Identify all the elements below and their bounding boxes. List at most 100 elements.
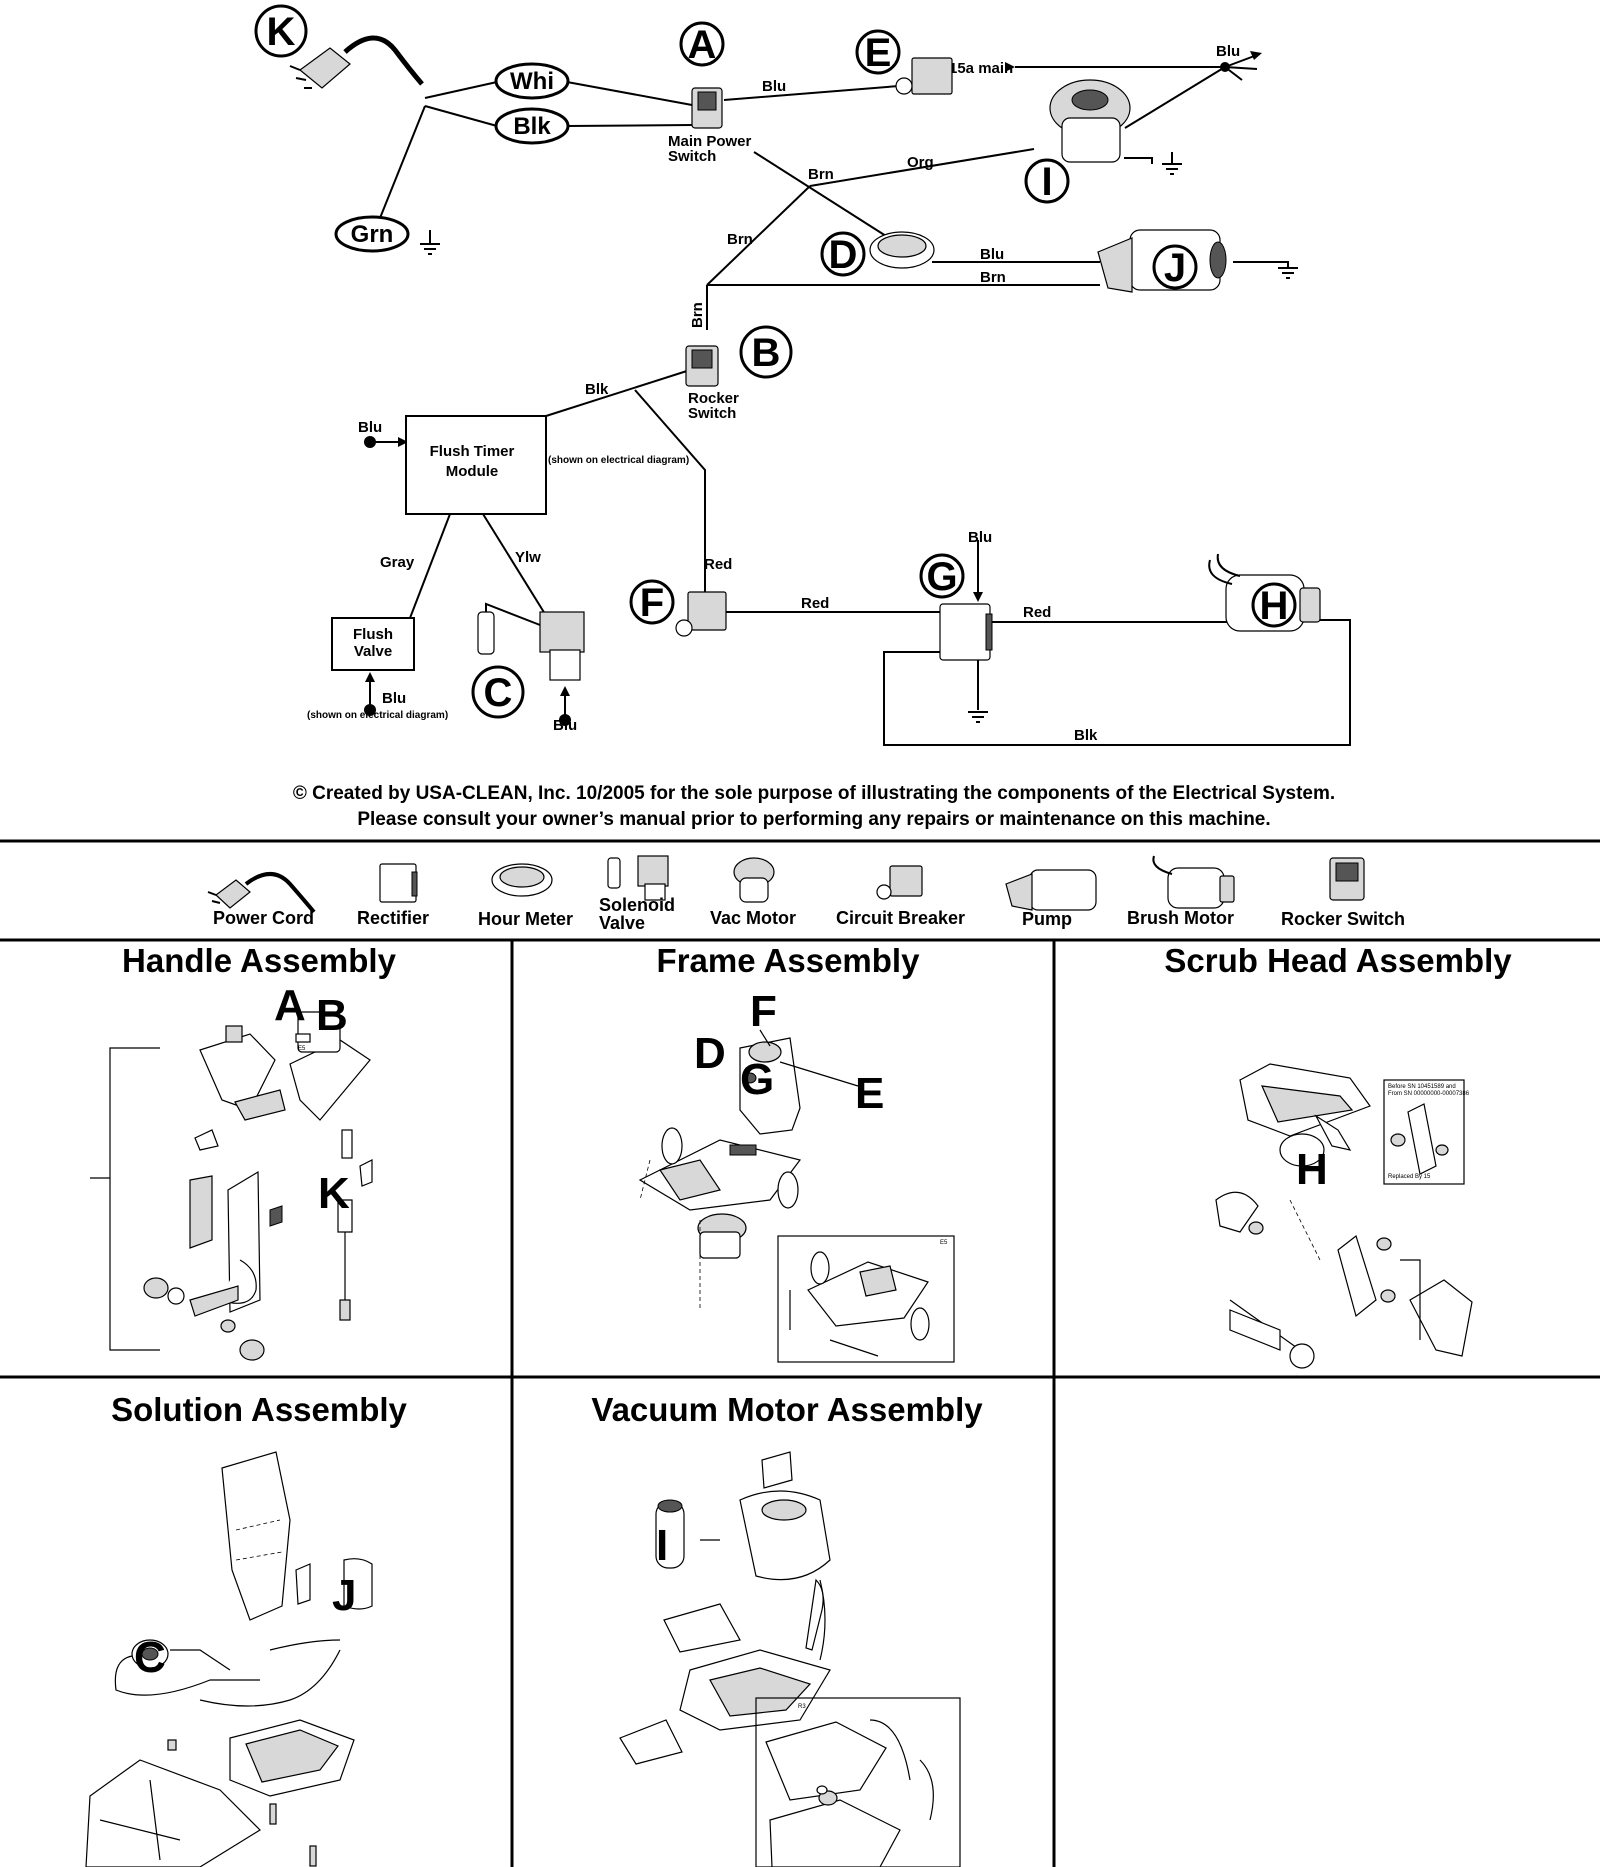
callout-c: C [484, 671, 513, 715]
flush-valve-box [331, 617, 415, 671]
vacuum-motor-assembly-drawing [619, 1451, 961, 1867]
callout-f: F [640, 581, 664, 625]
callout-b: B [752, 331, 781, 375]
legend-rectifier-icon [379, 863, 418, 903]
assembly-title-scrub-head: Scrub Head Assembly [1164, 942, 1512, 979]
wire-label-brn-2: Brn [727, 231, 753, 248]
power-cord-icon [289, 35, 424, 89]
frame-callout-leaders [759, 1029, 859, 1087]
wire-label-red-2: Red [801, 595, 829, 612]
legend-circuit-breaker-icon [876, 865, 923, 900]
solution-assembly-drawing [85, 1451, 373, 1867]
legend-rocker-switch-icon [1329, 857, 1365, 901]
callout-i: I [1041, 160, 1052, 204]
solenoid-valve-icon [477, 602, 585, 681]
callout-e: E [865, 31, 892, 75]
wire-label-blu-timer: Blu [358, 419, 382, 436]
wire-label-blu-solenoid: Blu [553, 717, 577, 734]
flush-valve-label-2: Valve [354, 643, 392, 660]
flush-timer-module-label-2: Module [446, 463, 499, 480]
legend-power-cord-icon [207, 872, 316, 914]
assembly-title-handle: Handle Assembly [122, 942, 397, 979]
callout-k: K [267, 10, 296, 54]
circuit-breaker-icon-f [675, 591, 727, 637]
legend-label-rocker-switch: Rocker Switch [1281, 909, 1405, 929]
wire-label-gray: Gray [380, 554, 415, 571]
solution-callout-c: C [134, 1633, 166, 1682]
callout-j: J [1164, 246, 1186, 290]
wire-labels: Blu 15a main Blu Brn Org Brn Blu Brn Brn… [307, 43, 1240, 744]
legend-label-rectifier: Rectifier [357, 908, 429, 928]
circuit-breaker-icon-e [895, 57, 953, 95]
hour-meter-icon [869, 231, 935, 269]
vac-motor-icon [1049, 79, 1131, 163]
ground-symbols [420, 152, 1298, 723]
shown-on-electrical-timer: (shown on electrical diagram) [548, 455, 689, 466]
frame-callout-d: D [694, 1029, 726, 1078]
callout-h: H [1260, 584, 1289, 628]
copyright-line-2: Please consult your owner’s manual prior… [357, 809, 1270, 830]
frame-callout-f: F [750, 987, 777, 1036]
handle-e5-label: E5 [298, 1046, 306, 1052]
legend-vac-motor-icon [733, 857, 775, 903]
scrub-before-sn-1: Before SN 10451589 and [1388, 1084, 1456, 1090]
wire-label-blu-g: Blu [968, 529, 992, 546]
legend-pump-icon [1005, 869, 1097, 911]
legend-hour-meter-icon [491, 863, 553, 897]
handle-callout-a: A [274, 981, 306, 1030]
handle-callout-b: B [316, 991, 348, 1040]
legend-label-hour-meter: Hour Meter [478, 909, 573, 929]
flush-valve-label-1: Flush [353, 626, 393, 643]
scrub-head-assembly-drawing [1215, 1063, 1473, 1369]
assembly-title-vacuum-motor: Vacuum Motor Assembly [591, 1391, 983, 1428]
wire-label-brn-pump: Brn [980, 269, 1006, 286]
legend-label-solenoid-2: Valve [599, 913, 645, 933]
wire-label-blu-pump: Blu [980, 246, 1004, 263]
rocker-switch-icon [685, 345, 719, 387]
callout-a: A [688, 23, 717, 67]
legend-label-vac-motor: Vac Motor [710, 908, 796, 928]
vacuum-r3-label: R3 [798, 1704, 806, 1710]
wire-oval-whi: Whi [510, 68, 554, 95]
wire-label-red-1: Red [704, 556, 732, 573]
assembly-title-frame: Frame Assembly [657, 942, 921, 979]
flush-timer-module-label-1: Flush Timer [430, 443, 515, 460]
scrub-before-sn-2: From SN 00000000-00007386 [1388, 1091, 1470, 1097]
handle-assembly-drawing [90, 1011, 373, 1361]
legend-brush-motor-icon [1152, 855, 1235, 909]
wire-label-brn-1: Brn [808, 166, 834, 183]
wire-label-org: Org [907, 154, 934, 171]
assembly-grid-lines [0, 940, 1600, 1867]
frame-e5-label: E5 [940, 1240, 948, 1246]
wire-terminals [364, 51, 1262, 726]
main-power-switch-icon [691, 87, 723, 129]
main-power-switch-label-1: Main Power [668, 133, 752, 150]
legend-label-pump: Pump [1022, 909, 1072, 929]
scrub-callout-h: H [1296, 1145, 1328, 1194]
solution-callout-j: J [332, 1571, 356, 1620]
wire-label-blu-valve: Blu [382, 690, 406, 707]
wire-label-15a-main: 15a main [949, 60, 1013, 77]
wiring-callouts: K A E I D J B F G H C [254, 4, 1297, 719]
frame-callout-e: E [855, 1069, 884, 1118]
rocker-switch-label-1: Rocker [688, 390, 739, 407]
wire-ovals: Whi Blk Grn [334, 62, 570, 253]
main-power-switch-label-2: Switch [668, 148, 716, 165]
legend-label-solenoid-1: Solenoid [599, 895, 675, 915]
legend-label-circuit-breaker: Circuit Breaker [836, 908, 965, 928]
wire-label-blu: Blu [762, 78, 786, 95]
wire-label-blk-rocker: Blk [585, 381, 609, 398]
frame-callout-g: G [740, 1055, 774, 1104]
scrub-replaced-by: Replaced By 15 [1388, 1174, 1431, 1180]
callout-d: D [829, 233, 858, 277]
legend-label-power-cord: Power Cord [213, 908, 314, 928]
wire-label-ylw: Ylw [515, 549, 541, 566]
wiring-lines [369, 54, 1351, 746]
handle-callout-k: K [318, 1169, 350, 1218]
callout-g: G [926, 555, 957, 599]
vacuum-callout-i: I [656, 1521, 668, 1570]
assembly-title-solution: Solution Assembly [111, 1391, 407, 1428]
wire-label-brn-vertical: Brn [689, 302, 706, 328]
frame-assembly-drawing [638, 1037, 955, 1363]
